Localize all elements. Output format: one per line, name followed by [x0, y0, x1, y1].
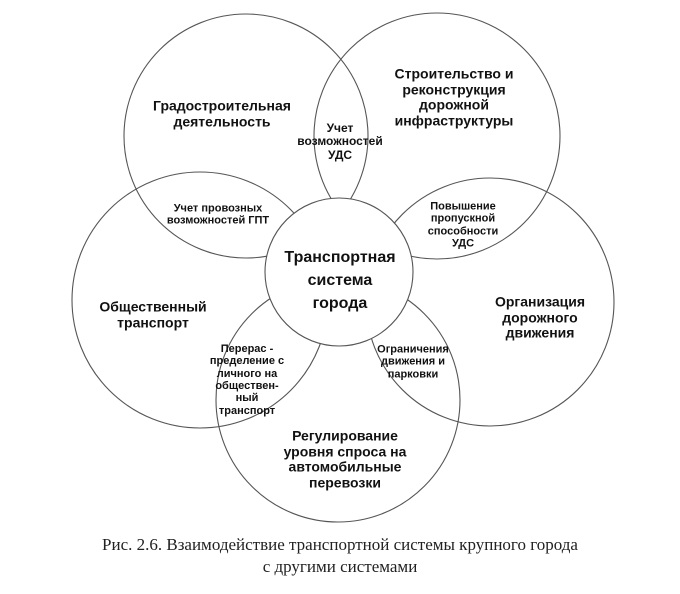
system-label-public-transport: Общественный транспорт [99, 298, 207, 330]
system-label-demand-regulation: Регулирование уровня спроса на автомобил… [283, 427, 407, 491]
circle-road-construction [313, 12, 561, 260]
intersection-label-modal-shift: Перерас - пределение с личного на общест… [209, 343, 285, 417]
intersection-label-uds-throughput: Повышение пропускной способности УДС [427, 200, 499, 250]
system-label-traffic-organization: Организация дорожного движения [494, 293, 586, 341]
system-label-road-construction: Строительство и реконструкция дорожной и… [394, 65, 514, 129]
figure-caption: Рис. 2.6. Взаимодействие транспортной си… [102, 535, 578, 577]
venn-diagram [71, 12, 615, 523]
center-label-transport-system: Транспортная система города [284, 249, 396, 313]
circle-transport-system-center [264, 197, 414, 347]
intersection-label-traffic-parking-limits: Ограничения движения и парковки [377, 343, 449, 381]
circle-urban-planning [123, 13, 369, 259]
intersection-label-uds-capacity-account: Учет возможностей УДС [297, 120, 383, 162]
intersection-label-gpt-capacity-account: Учет провозных возможностей ГПТ [166, 202, 270, 227]
system-label-urban-planning: Градостроительная деятельность [153, 97, 291, 129]
